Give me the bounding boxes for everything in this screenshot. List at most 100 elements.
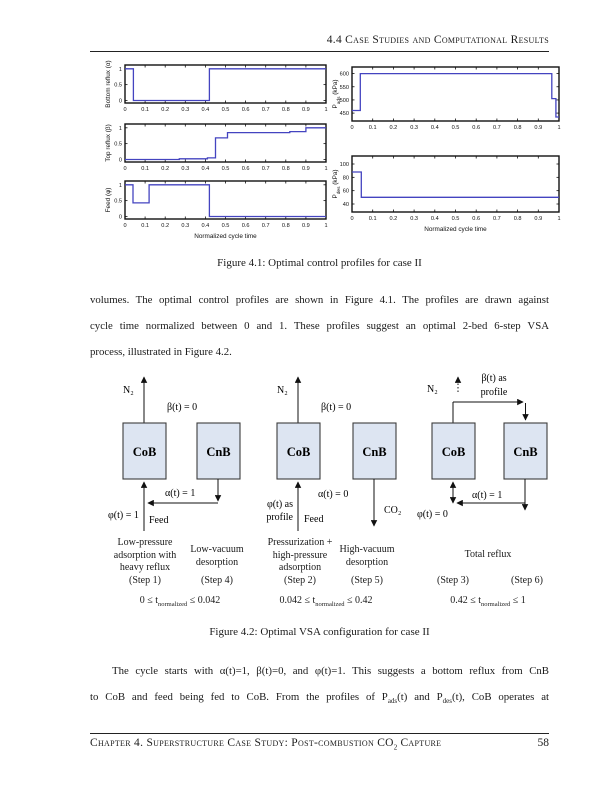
svg-text:Pdes (kPa): Pdes (kPa) xyxy=(332,169,342,198)
cnb-box-label: CnB xyxy=(362,445,386,459)
svg-text:0: 0 xyxy=(350,216,353,222)
time-range-2-post: ≤ 0.42 xyxy=(344,595,373,606)
p-ads-subscript: ads xyxy=(387,697,398,706)
phi-label-line2: profile xyxy=(266,512,293,523)
time-range-2-pre: 0.042 ≤ t xyxy=(279,595,316,606)
paragraph-1: volumes. The optimal control profiles ar… xyxy=(90,287,549,365)
co2-label: CO₂ xyxy=(384,505,401,516)
svg-text:550: 550 xyxy=(340,85,349,91)
p-des-subscript: des xyxy=(442,697,452,706)
svg-text:1: 1 xyxy=(324,166,327,172)
svg-text:80: 80 xyxy=(343,175,349,181)
svg-text:0.9: 0.9 xyxy=(302,223,310,229)
svg-text:0.7: 0.7 xyxy=(262,223,270,229)
svg-text:Normalized cycle time: Normalized cycle time xyxy=(424,226,487,233)
step-tag-5: (Step 5) xyxy=(351,575,383,586)
svg-text:0.2: 0.2 xyxy=(161,107,169,113)
beta-label-line2: profile xyxy=(481,387,508,398)
svg-text:0.6: 0.6 xyxy=(242,107,250,113)
svg-text:0.8: 0.8 xyxy=(514,125,522,131)
paragraph-2-line2: to CoB and feed being fed to CoB. From t… xyxy=(90,684,549,714)
vsa-step-group-2: N₂ β(t) = 0 CoB CnB φ(t) as profile Feed… xyxy=(266,376,401,531)
svg-text:0.1: 0.1 xyxy=(141,223,149,229)
svg-text:0.3: 0.3 xyxy=(410,125,418,131)
svg-text:Pads (kPa): Pads (kPa) xyxy=(332,79,342,108)
svg-text:0.1: 0.1 xyxy=(369,216,377,222)
svg-text:0.9: 0.9 xyxy=(534,125,542,131)
svg-text:0.2: 0.2 xyxy=(390,216,398,222)
svg-text:0.6: 0.6 xyxy=(242,223,250,229)
step-label-1: Low-pressure adsorption with heavy reflu… xyxy=(113,537,177,573)
vsa-step-group-3: N₂ β(t) as profile CoB CnB α(t) = 1 φ(t)… xyxy=(417,373,548,520)
svg-text:0.4: 0.4 xyxy=(202,107,210,113)
svg-text:0.1: 0.1 xyxy=(141,107,149,113)
svg-text:0.5: 0.5 xyxy=(222,107,230,113)
svg-text:0.3: 0.3 xyxy=(181,223,189,229)
svg-text:0.2: 0.2 xyxy=(390,125,398,131)
phi-label-line1: φ(t) as xyxy=(267,499,293,510)
vsa-step-group-1: N₂ β(t) = 0 CoB CnB α(t) = 1 φ(t) = 1 Fe… xyxy=(108,376,241,531)
step-label-4: Low-vacuum desorption xyxy=(190,544,244,568)
svg-text:1: 1 xyxy=(324,107,327,113)
svg-text:0.6: 0.6 xyxy=(472,216,480,222)
svg-text:1: 1 xyxy=(119,67,122,73)
svg-text:0.1: 0.1 xyxy=(141,166,149,172)
paragraph-2: The cycle starts with α(t)=1, β(t)=0, an… xyxy=(90,658,549,714)
figure42-caption: Figure 4.2: Optimal VSA configuration fo… xyxy=(209,626,430,638)
svg-text:0.6: 0.6 xyxy=(242,166,250,172)
footer-co2-subscript: 2 xyxy=(393,743,398,752)
svg-text:0.4: 0.4 xyxy=(202,166,210,172)
paragraph-2-line2-part2: (t) and P xyxy=(397,691,443,703)
svg-text:1: 1 xyxy=(557,125,560,131)
svg-text:0.3: 0.3 xyxy=(410,216,418,222)
alpha-label: α(t) = 1 xyxy=(165,488,195,499)
svg-text:0.4: 0.4 xyxy=(431,216,439,222)
svg-text:0.8: 0.8 xyxy=(282,107,290,113)
svg-text:0.3: 0.3 xyxy=(181,107,189,113)
svg-text:100: 100 xyxy=(340,162,349,168)
footer-text-post: Capture xyxy=(397,737,442,749)
step-tag-6: (Step 6) xyxy=(511,575,543,586)
cob-box xyxy=(122,422,167,480)
cob-box xyxy=(276,422,321,480)
n2-label: N₂ xyxy=(277,385,288,396)
cnb-box xyxy=(196,422,241,480)
phi-label: φ(t) = 1 xyxy=(108,510,139,521)
svg-text:Normalized cycle time: Normalized cycle time xyxy=(194,233,257,240)
beta-label: β(t) = 0 xyxy=(167,402,197,413)
feed-label: Feed xyxy=(304,514,323,525)
svg-text:0.5: 0.5 xyxy=(114,142,122,148)
svg-text:0.5: 0.5 xyxy=(222,166,230,172)
step-label-total-reflux: Total reflux xyxy=(464,549,512,560)
svg-text:0.2: 0.2 xyxy=(161,166,169,172)
svg-text:0: 0 xyxy=(123,166,126,172)
svg-text:0.7: 0.7 xyxy=(262,166,270,172)
svg-text:0.9: 0.9 xyxy=(534,216,542,222)
cnb-box xyxy=(503,422,548,480)
svg-text:0.2: 0.2 xyxy=(161,223,169,229)
time-range-3-post: ≤ 1 xyxy=(510,595,526,606)
paragraph-2-line2-part3: (t), CoB operates at xyxy=(451,691,549,703)
svg-text:0.6: 0.6 xyxy=(472,125,480,131)
svg-text:0.4: 0.4 xyxy=(431,125,439,131)
svg-text:0.8: 0.8 xyxy=(282,223,290,229)
step-tag-3: (Step 3) xyxy=(437,575,469,586)
svg-text:0.8: 0.8 xyxy=(282,166,290,172)
svg-text:1: 1 xyxy=(324,223,327,229)
header-rule xyxy=(90,51,549,52)
svg-text:0.5: 0.5 xyxy=(452,125,460,131)
svg-text:0.5: 0.5 xyxy=(114,83,122,89)
vsa-configuration-diagram: N₂ β(t) = 0 CoB CnB α(t) = 1 φ(t) = 1 Fe… xyxy=(108,373,548,531)
time-range-3-pre: 0.42 ≤ t xyxy=(450,595,482,606)
footer-chapter-title: Chapter 4. Superstructure Case Study: Po… xyxy=(90,737,441,751)
svg-text:Bottom reflux (α): Bottom reflux (α) xyxy=(105,60,112,107)
svg-text:0.8: 0.8 xyxy=(514,216,522,222)
step-label-5: High-vacuum desorption xyxy=(339,544,395,568)
svg-text:0: 0 xyxy=(119,98,122,104)
svg-text:0: 0 xyxy=(123,223,126,229)
